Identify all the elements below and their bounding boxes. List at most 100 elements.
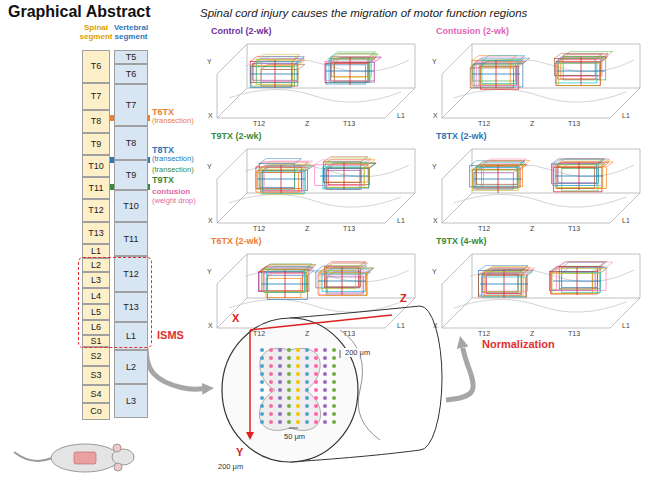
mouse-incision [74,452,96,464]
stimulation-point [296,364,300,368]
region-box [482,61,518,84]
stimulation-point [278,372,282,376]
plot-axis-label: Y [432,163,437,171]
spinal-segment-box: S1 [82,335,110,347]
region-box [470,166,518,187]
plot-axis-label: Z [305,225,309,233]
region-box [256,59,293,84]
plot-axis-label: Z [305,330,309,338]
spinal-column: Spinal segmentT6T7T8T9T10T11T12T13L1L2L3… [82,24,110,420]
region-box [481,165,522,186]
cord-tube-end [420,306,442,450]
edge-label: Normalization [482,338,555,350]
plot-3d [217,149,415,223]
stimulation-point [332,380,336,384]
region-box [262,270,309,292]
plot-axis-label: X [208,322,213,330]
plot-axis-label: Z [305,120,309,128]
region-box-depth [267,266,312,271]
figure-title: Graphical Abstract [8,3,151,21]
plot-3d [217,254,415,328]
stimulation-point [332,412,336,416]
segment-label: T12 [88,206,104,215]
stimulation-point [260,364,264,368]
stimulation-point [269,372,273,376]
region-box [261,70,298,86]
spinal-segment-box: L6 [82,320,110,335]
stimulation-point [332,356,336,360]
plot-axis-label: L1 [622,112,630,120]
region-box [258,272,306,291]
region-box [481,67,515,84]
region-box-depth [250,62,298,67]
plot-axis-label: T13 [568,225,580,233]
stimulation-point [260,356,264,360]
stimulation-point [305,356,309,360]
segment-label: L2 [91,261,101,270]
vertebral-segment-box: L3 [114,384,148,418]
injury-label: T9TX [152,175,174,185]
stimulation-point [305,404,309,408]
region-box [554,58,601,75]
stimulation-point [278,420,282,424]
stimulation-point [260,388,264,392]
stimulation-point [323,412,327,416]
stimulation-point [323,356,327,360]
spinal-segment-box: L4 [82,288,110,304]
segment-label: L4 [91,292,101,301]
axis-label: Z [400,292,407,305]
region-box [472,61,510,86]
spinal-segment-box: L1 [82,244,110,258]
stimulation-point [260,380,264,384]
region-box-depth [264,161,312,166]
plot-axis-label: T12 [253,120,265,128]
plot-side-wall [217,149,247,223]
region-box-depth [553,159,609,164]
plot-axis-label: T13 [343,120,355,128]
region-box-depth [261,164,311,169]
segment-label: T5 [126,53,137,62]
region-box-depth [482,272,533,277]
segment-label: L3 [126,397,136,406]
stimulation-point [305,412,309,416]
stimulation-point [287,372,291,376]
plot-axis-label: T13 [568,120,580,128]
stimulation-point [287,420,291,424]
plot-panel: Control (2-wk) [205,26,425,126]
stimulation-point [296,380,300,384]
stimulation-point [323,364,327,368]
mouse-body [51,444,119,472]
plot-axis-label: L1 [397,217,405,225]
segment-label: L1 [91,247,101,256]
region-box-depth [326,165,368,170]
injury-note: (transection) [152,117,194,126]
region-box-depth [557,262,613,267]
axis-label: 50 μm [284,432,305,441]
vertebral-segment-box: T13 [114,292,148,322]
vertebral-segment-box: T11 [114,222,148,256]
plot-axis-label: T12 [478,120,490,128]
region-box [267,271,305,292]
region-box-depth [261,65,305,70]
spinal-segment-box: T12 [82,199,110,222]
plot-axis-label: Y [207,163,212,171]
stimulation-point [314,356,318,360]
stimulation-point [287,348,291,352]
axis-label: 200 μm [218,462,243,471]
stimulation-point [278,348,282,352]
segment-label: T7 [91,92,102,101]
cross-section-drawing [222,306,442,462]
segment-label: T11 [89,184,104,193]
plot-axis-label: Y [432,58,437,66]
segment-label: T13 [123,303,139,312]
stimulation-point [269,364,273,368]
plot-panel: T9TX (2-wk) [205,131,425,231]
mouse-tail [14,452,52,461]
segment-label: L5 [91,308,101,317]
stimulation-point [305,348,309,352]
stimulation-point [305,380,309,384]
stimulation-point [323,396,327,400]
injury-note: (transection) [152,166,194,175]
spinal-segment-box: Co [82,403,110,420]
segment-label: S1 [90,337,101,346]
